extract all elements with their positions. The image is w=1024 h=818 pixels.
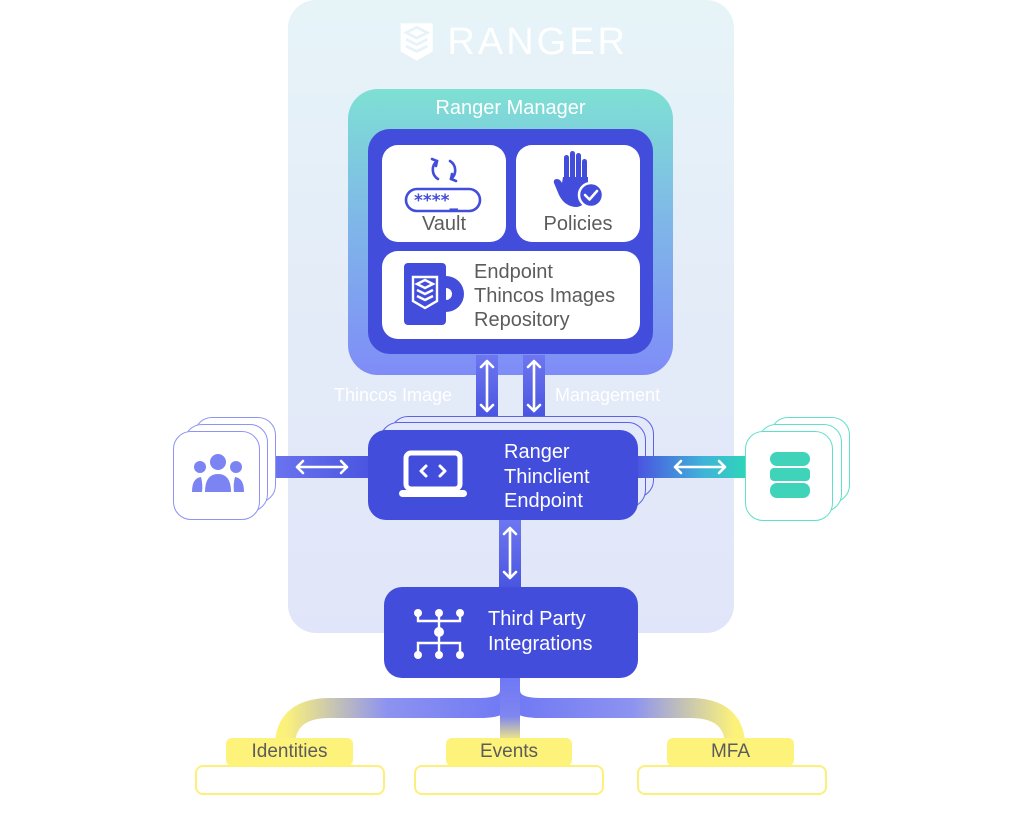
ranger-manager-title: Ranger Manager [435,97,586,119]
vault-label: Vault [421,213,467,235]
double-arrow-horizontal-icon [295,459,349,475]
mfa-box [637,765,827,795]
double-arrow-horizontal-icon [673,459,727,475]
third-party-line: Integrations [488,632,593,655]
brand-name: RANGER [447,20,628,63]
events-tag[interactable]: Events [446,738,572,766]
third-party-integrations[interactable] [384,587,638,678]
image-disk-icon [404,263,464,325]
identities-tag[interactable]: Identities [226,738,353,766]
database-icon [770,452,810,498]
double-arrow-vertical-icon [502,526,518,580]
management-label: Management [555,385,661,405]
mfa-tag[interactable]: MFA [667,738,794,766]
endpoint-line: Ranger [504,441,570,463]
repository-card[interactable] [382,251,640,339]
endpoint-line: Thinclient [504,465,590,488]
endpoint-label: Ranger Thinclient Endpoint [504,440,590,514]
policies-card[interactable]: Policies [516,145,640,242]
repository-line: Repository [474,309,570,331]
branch-events [500,678,520,742]
svg-text:****_: ****_ [414,191,459,211]
events-box [414,765,604,795]
stacked-chevron-shield-icon [400,23,433,61]
branch-identities [275,688,520,744]
hand-check-icon [553,151,605,209]
third-party-label: Third Party Integrations [488,607,593,656]
thincos-image-label: Thincos Image [334,385,453,405]
branch-mfa [500,688,745,744]
double-arrow-vertical-icons [479,359,542,413]
endpoint-line: Endpoint [504,490,583,512]
repository-line: Thincos Images [474,285,616,307]
policies-label: Policies [543,213,613,235]
third-party-line: Third Party [488,608,586,630]
repository-line: Endpoint [474,261,553,283]
users-group-icon [192,454,244,492]
users-node[interactable] [173,431,260,520]
ranger-thinclient-endpoint[interactable] [368,430,638,520]
vault-card[interactable]: ****_ Vault [382,145,506,242]
database-node[interactable] [745,431,833,521]
integration-tree-icon [414,609,464,659]
repository-label: Endpoint Thincos Images Repository [474,260,615,332]
laptop-code-icon [399,450,467,497]
refresh-password-icon: ****_ [404,157,482,213]
ranger-logo: RANGER [398,12,628,72]
identities-box [195,765,385,795]
